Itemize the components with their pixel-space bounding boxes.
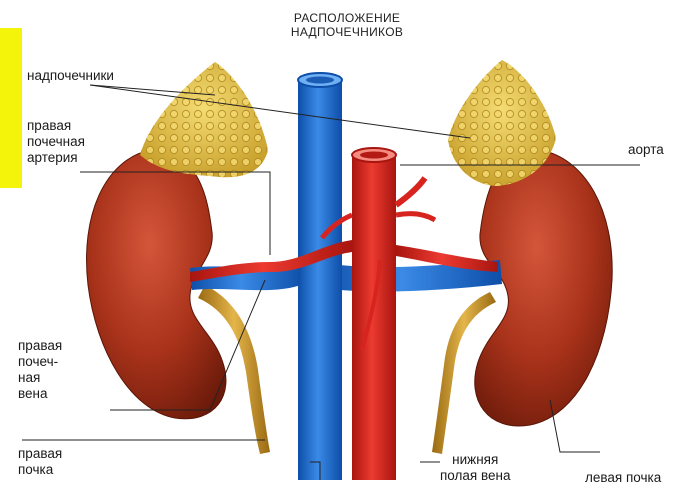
aorta: [352, 155, 396, 480]
inferior-vena-cava: [298, 80, 342, 480]
label-inferior-vena-cava: нижняя полая вена: [440, 452, 510, 484]
label-right-renal-vein: правая почеч- ная вена: [18, 338, 62, 402]
label-left-kidney: левая почка: [585, 470, 661, 486]
label-right-renal-artery: правая почечная артерия: [27, 118, 85, 166]
page-title: РАСПОЛОЖЕНИЕ НАДПОЧЕЧНИКОВ: [262, 11, 432, 39]
label-aorta: аорта: [628, 142, 664, 158]
label-right-kidney: правая почка: [18, 446, 62, 478]
label-adrenal-glands: надпочечники: [27, 68, 114, 84]
